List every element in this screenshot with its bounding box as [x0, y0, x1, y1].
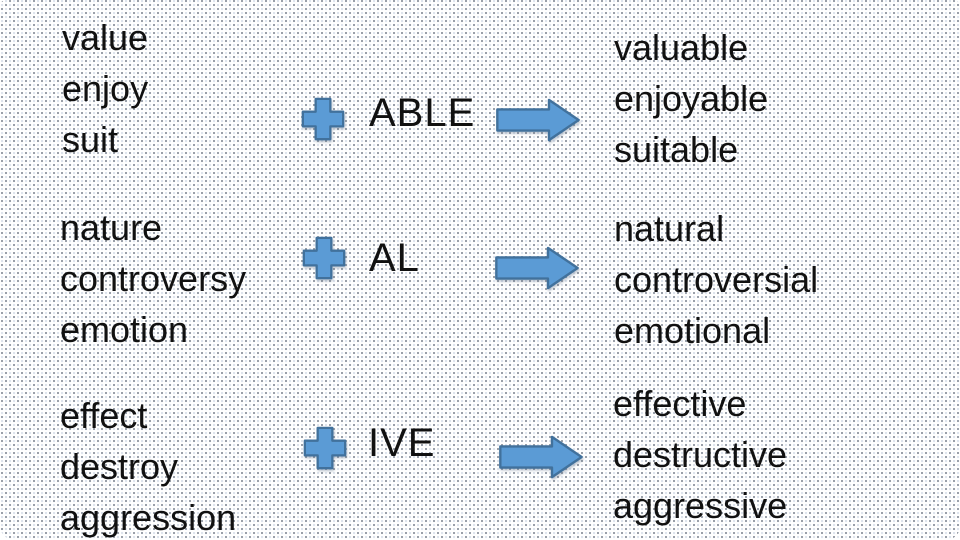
suffix-label: AL [369, 236, 420, 280]
root-word: destroy [60, 446, 179, 487]
root-word: suit [62, 119, 119, 160]
derived-word: suitable [614, 129, 739, 170]
derived-words-row1: valuable enjoyable suitable [614, 22, 768, 175]
root-word: emotion [60, 309, 189, 350]
right-arrow-icon [495, 246, 579, 290]
root-words-row3: effect destroy aggression [60, 390, 236, 540]
root-word: value [62, 17, 149, 58]
derived-word: aggressive [613, 485, 788, 526]
derived-word: valuable [614, 27, 749, 68]
right-arrow-icon [496, 98, 580, 142]
root-word: aggression [60, 497, 237, 538]
derived-word: controversial [614, 259, 819, 300]
plus-icon [301, 97, 345, 141]
derived-words-row3: effective destructive aggressive [613, 378, 787, 531]
root-word: enjoy [62, 68, 149, 109]
root-words-row1: value enjoy suit [62, 12, 148, 165]
derived-word: enjoyable [614, 78, 769, 119]
plus-icon [303, 426, 347, 470]
root-word: effect [60, 395, 148, 436]
derived-word: destructive [613, 434, 788, 475]
derived-word: effective [613, 383, 747, 424]
derived-word: emotional [614, 310, 771, 351]
plus-icon [302, 236, 346, 280]
root-word: controversy [60, 258, 247, 299]
suffix-label: ABLE [369, 91, 476, 135]
derived-word: natural [614, 208, 725, 249]
root-words-row2: nature controversy emotion [60, 202, 246, 355]
suffix-label: IVE [368, 421, 436, 465]
right-arrow-icon [499, 435, 583, 479]
root-word: nature [60, 207, 163, 248]
derived-words-row2: natural controversial emotional [614, 203, 818, 356]
